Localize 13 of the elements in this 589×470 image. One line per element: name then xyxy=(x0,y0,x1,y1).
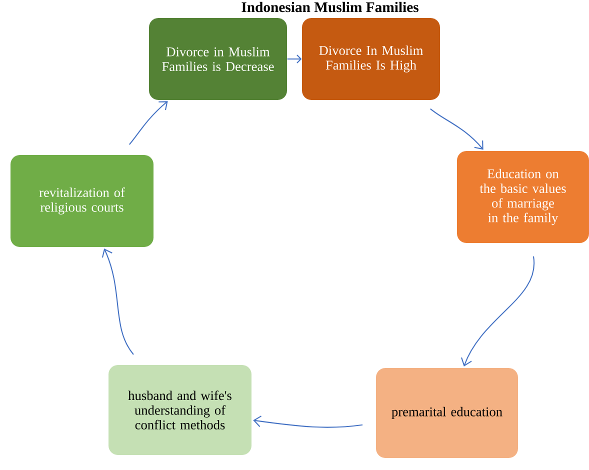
arrow xyxy=(430,108,484,150)
process-box: premarital education xyxy=(376,368,518,458)
process-box: revitalization of religious courts xyxy=(10,155,154,247)
arrow xyxy=(102,248,134,355)
process-box: husband and wife's understanding of conflict methods xyxy=(108,365,252,455)
arrow xyxy=(253,416,363,428)
process-box: Education on the basic values of marriage in the family xyxy=(457,151,589,243)
process-box: Divorce in Muslim Families is Decrease xyxy=(149,18,287,100)
title: Indonesian Muslim Families xyxy=(242,2,418,12)
arrow xyxy=(128,101,168,145)
process-box: Divorce In Muslim Families Is High xyxy=(302,18,440,100)
arrow xyxy=(460,256,534,366)
arrow xyxy=(287,54,302,64)
